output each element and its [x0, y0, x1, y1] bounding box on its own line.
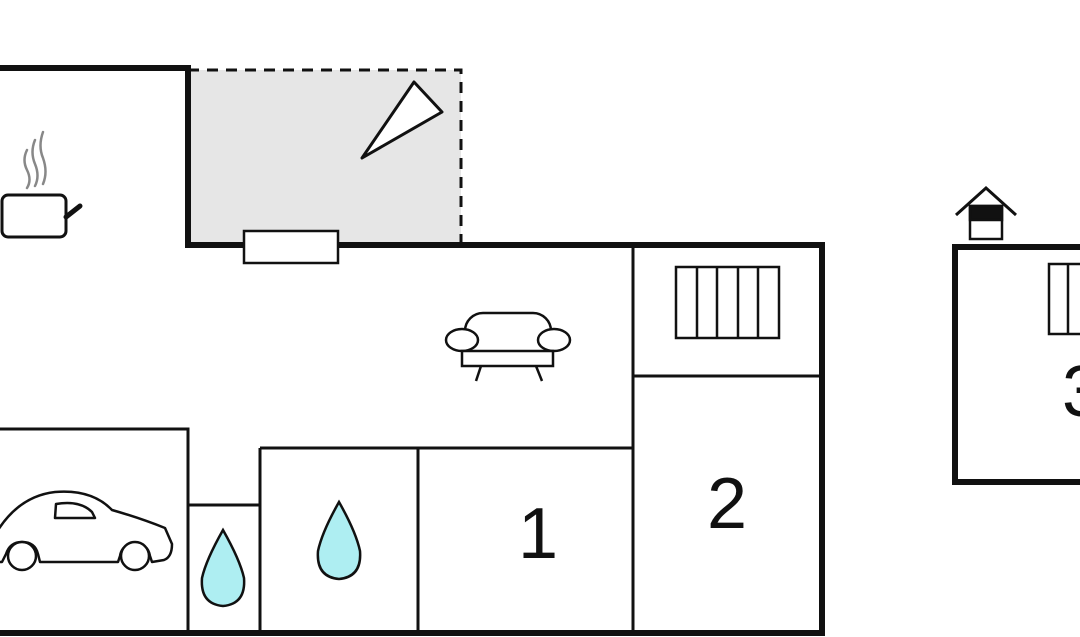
barbecue-icon [954, 185, 1018, 241]
water-drop-icon [316, 499, 362, 581]
bed-icon [1047, 262, 1080, 336]
window [242, 229, 340, 265]
sunbed-icon [360, 80, 444, 160]
room-label-3: 3 [1062, 352, 1080, 432]
terrace-dashed-edge [188, 68, 463, 245]
outer-wall [0, 65, 825, 636]
room-label-2: 2 [707, 464, 747, 544]
car-icon [0, 490, 174, 572]
cooking-pot-icon [0, 130, 83, 239]
main-building-walls [0, 65, 825, 636]
annex-building: 3 [952, 244, 1080, 485]
bed-icon [674, 265, 781, 340]
room-label-1: 1 [518, 494, 558, 574]
water-drop-icon [200, 527, 246, 608]
annex-wall [952, 244, 1080, 485]
sofa-icon [444, 311, 572, 382]
terrace [188, 68, 463, 245]
wall-garage [0, 427, 190, 631]
